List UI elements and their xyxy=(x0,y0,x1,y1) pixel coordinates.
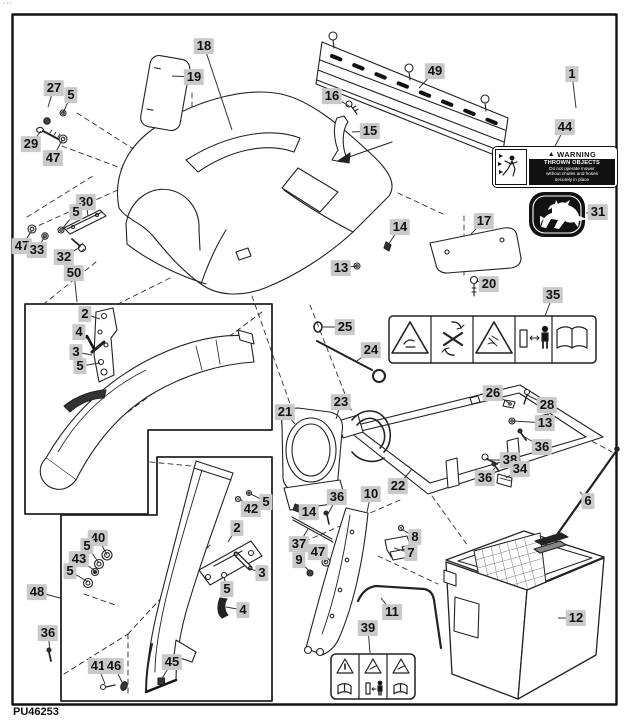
oring-25 xyxy=(313,321,323,333)
safety-decal-39 xyxy=(330,653,416,700)
clip-14 xyxy=(383,241,392,252)
upper-chute-50 xyxy=(39,329,255,490)
wire-handle-11 xyxy=(356,584,443,650)
keep-bystanders-away-icon xyxy=(519,325,549,349)
lower-chute-48 xyxy=(144,460,234,694)
latch-7 xyxy=(384,535,411,561)
hand-cut-warning-icon xyxy=(391,321,429,354)
rod-24 xyxy=(316,340,386,383)
warning-line: Do not operate mower xyxy=(549,166,595,171)
chute-panel-10 xyxy=(303,507,369,657)
safety-decal-35 xyxy=(388,315,597,364)
nut-45 xyxy=(157,677,166,686)
leader-line xyxy=(203,45,233,131)
thrown-objects-warning-icon xyxy=(475,321,513,354)
warning-word: WARNING xyxy=(557,149,597,159)
john-deere-deer-icon xyxy=(540,200,587,229)
thrown-objects-pictogram xyxy=(495,149,527,185)
grommet-hardware xyxy=(82,549,113,589)
screw-20 xyxy=(469,275,479,297)
mount-arrow xyxy=(337,141,393,164)
john-deere-logo-31 xyxy=(529,192,587,237)
hardware-cluster-left xyxy=(27,109,107,253)
access-panel-19 xyxy=(140,54,191,132)
rotating-blades-icon xyxy=(441,321,465,356)
blower-housing-21 xyxy=(281,407,347,511)
screw-41 xyxy=(99,683,116,691)
corner-marks: ··· xyxy=(3,0,13,7)
mounting-plate-2b xyxy=(198,540,263,586)
warning-title: THROWN OBJECTS xyxy=(544,160,600,166)
drawing-code: PU46253 xyxy=(13,706,59,718)
warning-text-box: THROWN OBJECTS Do not operate mower with… xyxy=(529,159,615,185)
read-manual-icon xyxy=(337,682,408,695)
keep-bystanders-away-icon xyxy=(365,680,383,696)
inset-box-48 xyxy=(46,456,273,702)
pin-4 xyxy=(217,597,229,619)
warning-triangle-icon xyxy=(336,658,410,674)
warning-triangle-icon: ▲ xyxy=(547,150,556,158)
warning-header: ▲ WARNING xyxy=(529,149,615,159)
warning-line: without chutes and hoses xyxy=(546,171,598,177)
read-manual-icon xyxy=(556,326,588,349)
hopper-12 xyxy=(443,530,605,700)
warning-line: securely in place xyxy=(554,176,590,182)
warning-decal-44: ▲ WARNING THROWN OBJECTS Do not operate … xyxy=(492,146,618,188)
hardware-cluster-frame xyxy=(481,388,531,488)
support-brackets-23 xyxy=(351,410,392,463)
deflector-17 xyxy=(429,227,522,274)
rear-screen-49 xyxy=(315,31,509,159)
